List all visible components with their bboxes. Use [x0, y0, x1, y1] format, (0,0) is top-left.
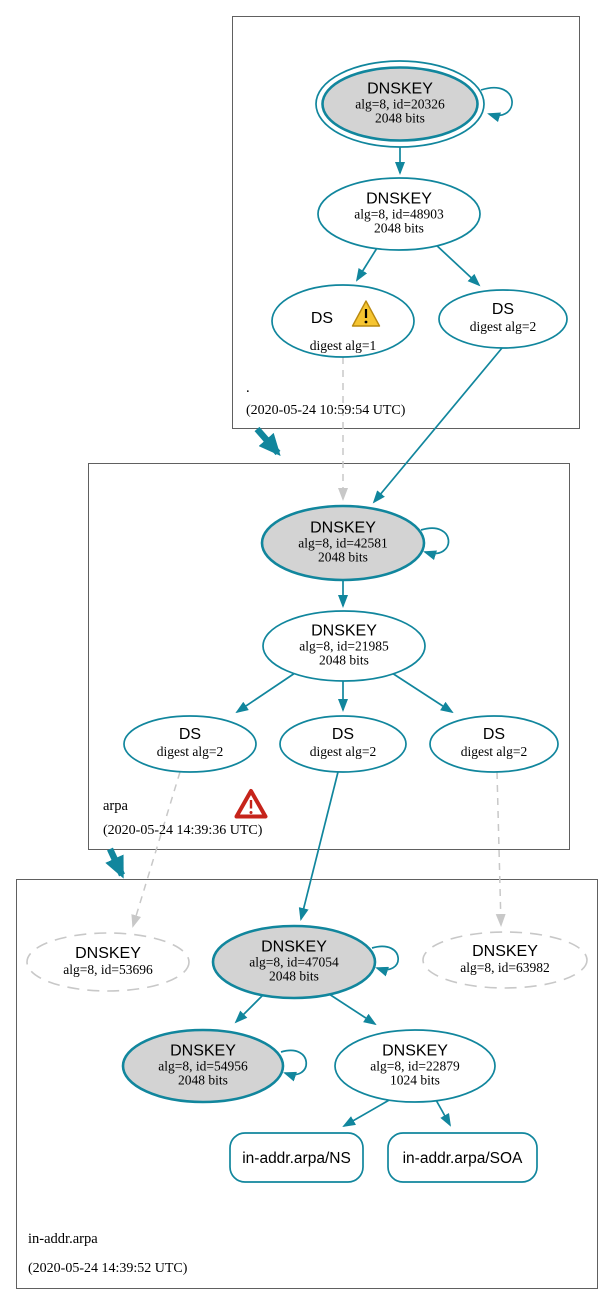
- node-dnskey-48903[interactable]: DNSKEY alg=8, id=48903 2048 bits: [317, 177, 481, 251]
- edge-arpa-ds1-to-dnskey-53696: [131, 771, 181, 928]
- edge-21985-to-ds3: [391, 672, 454, 714]
- node-bits: 2048 bits: [318, 550, 368, 565]
- node-title: DNSKEY: [170, 1043, 236, 1060]
- edge-47054-to-22879: [328, 993, 377, 1026]
- node-bits: 2048 bits: [319, 653, 369, 668]
- node-dnskey-22879[interactable]: DNSKEY alg=8, id=22879 1024 bits: [334, 1029, 496, 1103]
- edge-zone-root-to-arpa: [254, 426, 281, 457]
- node-title: DNSKEY: [382, 1043, 448, 1060]
- zone-timestamp-in-addr-arpa: (2020-05-24 14:39:52 UTC): [28, 1261, 188, 1276]
- node-dnskey-21985[interactable]: DNSKEY alg=8, id=21985 2048 bits: [262, 610, 426, 682]
- node-title: DNSKEY: [311, 623, 377, 640]
- zone-label-in-addr-arpa: in-addr.arpa: [28, 1231, 98, 1247]
- node-detail: digest alg=2: [470, 319, 536, 334]
- node-detail: digest alg=2: [461, 744, 527, 759]
- dnskey-63982-ellipse[interactable]: [422, 931, 588, 989]
- edge-arpa-ds3-to-dnskey-63982: [495, 771, 506, 927]
- node-arpa-ds-1[interactable]: DS digest alg=2: [123, 715, 257, 773]
- node-title: DS: [179, 726, 201, 743]
- edge-zone-arpa-to-in-addr-arpa: [105, 847, 125, 879]
- node-detail: alg=8, id=21985: [299, 639, 389, 654]
- dnskey-48903-ellipse[interactable]: [317, 177, 481, 251]
- zone-timestamp-arpa: (2020-05-24 14:39:36 UTC): [103, 823, 263, 838]
- zone-label-root: .: [246, 380, 250, 396]
- node-title: DNSKEY: [366, 191, 432, 208]
- edge-arpa-ds2-to-inaddr-ksk: [298, 771, 339, 921]
- ds-alg1-ellipse[interactable]: [271, 284, 415, 358]
- node-dnskey-47054[interactable]: DNSKEY alg=8, id=47054 2048 bits: [211, 924, 377, 1000]
- node-detail: alg=8, id=47054: [249, 955, 339, 970]
- edge-48903-to-ds1: [355, 247, 378, 282]
- node-title: DS: [311, 310, 333, 327]
- zone-box-root: [232, 16, 580, 429]
- node-title: DNSKEY: [472, 943, 538, 960]
- arpa-ds1-ellipse[interactable]: [123, 715, 257, 773]
- node-dnskey-20326[interactable]: DNSKEY alg=8, id=20326 2048 bits: [315, 60, 485, 148]
- zone-box-arpa: [88, 463, 570, 850]
- rrset-ns-rect[interactable]: [229, 1132, 364, 1183]
- dnskey-42581-ellipse[interactable]: [260, 504, 426, 582]
- arpa-ds2-ellipse[interactable]: [279, 715, 407, 773]
- node-detail: digest alg=2: [157, 744, 223, 759]
- zone-label-arpa: arpa: [103, 798, 129, 814]
- self-loop-dnskey-47054: [371, 945, 399, 977]
- node-root-ds-alg2[interactable]: DS digest alg=2: [438, 289, 568, 349]
- dnskey-53696-ellipse[interactable]: [26, 932, 190, 992]
- dnskey-20326-inner-ellipse[interactable]: [321, 66, 479, 142]
- edge-22879-to-ns: [342, 1098, 392, 1127]
- node-dnskey-63982[interactable]: DNSKEY alg=8, id=63982: [422, 931, 588, 989]
- node-dnskey-42581[interactable]: DNSKEY alg=8, id=42581 2048 bits: [260, 504, 426, 582]
- dnskey-22879-ellipse[interactable]: [334, 1029, 496, 1103]
- rrset-soa-label: in-addr.arpa/SOA: [403, 1150, 523, 1167]
- node-bits: 2048 bits: [178, 1073, 228, 1088]
- node-bits: 2048 bits: [375, 111, 425, 126]
- warning-icon: [351, 300, 381, 327]
- node-detail: alg=8, id=54956: [158, 1059, 248, 1074]
- node-rrset-soa[interactable]: in-addr.arpa/SOA: [387, 1132, 538, 1183]
- node-detail: digest alg=2: [310, 744, 376, 759]
- ds-alg2-ellipse[interactable]: [438, 289, 568, 349]
- node-bits: 2048 bits: [269, 969, 319, 984]
- node-title: DNSKEY: [261, 939, 327, 956]
- node-detail: alg=8, id=22879: [370, 1059, 460, 1074]
- node-bits: 1024 bits: [390, 1073, 440, 1088]
- edge-21985-to-ds1: [235, 672, 296, 714]
- node-arpa-ds-3[interactable]: DS digest alg=2: [429, 715, 559, 773]
- node-title: DS: [332, 726, 354, 743]
- arpa-ds3-ellipse[interactable]: [429, 715, 559, 773]
- self-loop-dnskey-20326: [480, 87, 513, 123]
- node-detail: alg=8, id=53696: [63, 962, 153, 977]
- dnskey-21985-ellipse[interactable]: [262, 610, 426, 682]
- rrset-ns-label: in-addr.arpa/NS: [242, 1150, 351, 1167]
- edge-47054-to-54956: [234, 994, 264, 1024]
- zone-timestamp-root: (2020-05-24 10:59:54 UTC): [246, 403, 406, 418]
- node-title: DS: [492, 301, 514, 318]
- rrset-soa-rect[interactable]: [387, 1132, 538, 1183]
- node-detail: alg=8, id=48903: [354, 207, 444, 222]
- edge-root-ds2-to-arpa-ksk: [372, 347, 503, 504]
- node-title: DS: [483, 726, 505, 743]
- node-root-ds-alg1[interactable]: DS digest alg=1: [271, 284, 415, 358]
- node-detail: alg=8, id=20326: [355, 97, 445, 112]
- dnskey-54956-ellipse[interactable]: [121, 1028, 285, 1104]
- node-arpa-ds-2[interactable]: DS digest alg=2: [279, 715, 407, 773]
- node-title: DNSKEY: [367, 81, 433, 98]
- node-dnskey-54956[interactable]: DNSKEY alg=8, id=54956 2048 bits: [121, 1028, 285, 1104]
- dnskey-47054-ellipse[interactable]: [211, 924, 377, 1000]
- node-detail: alg=8, id=63982: [460, 960, 549, 975]
- node-detail: alg=8, id=42581: [298, 536, 387, 551]
- error-icon: [234, 789, 268, 819]
- node-title: DNSKEY: [75, 945, 141, 962]
- zone-box-in-addr-arpa: [16, 879, 598, 1289]
- edge-48903-to-ds2: [433, 242, 481, 287]
- node-dnskey-53696[interactable]: DNSKEY alg=8, id=53696: [26, 932, 190, 992]
- self-loop-dnskey-54956: [280, 1049, 308, 1082]
- node-detail: digest alg=1: [310, 338, 376, 353]
- node-rrset-ns[interactable]: in-addr.arpa/NS: [229, 1132, 364, 1183]
- self-loop-dnskey-42581: [420, 527, 450, 561]
- node-title: DNSKEY: [310, 520, 376, 537]
- node-bits: 2048 bits: [374, 221, 424, 236]
- edge-22879-to-soa: [435, 1099, 451, 1127]
